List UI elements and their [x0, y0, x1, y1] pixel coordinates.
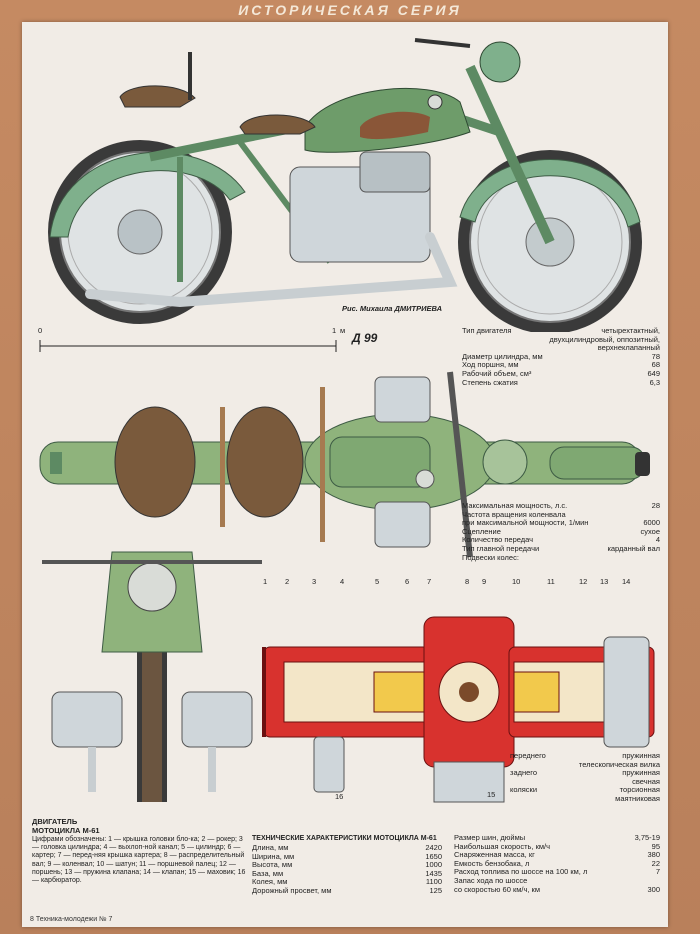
spec-row: телескопическая вилка [578, 759, 660, 769]
crankcase-section [423, 616, 515, 803]
callout-9: 9 [482, 577, 487, 586]
right-cylinder-section [508, 636, 655, 748]
engine-caption-body: Цифрами обозначены: 1 — крышка головки б… [32, 836, 246, 885]
magazine-page: Рис. Михаила ДМИТРИЕВА 0 1 м Д 99 Тип дв… [22, 22, 668, 927]
callout-6: 6 [405, 577, 410, 586]
headlamp-front [127, 562, 177, 612]
right-cylinder-front [181, 691, 253, 748]
carburetor [313, 736, 345, 793]
series-header: ИСТОРИЧЕСКАЯ СЕРИЯ [238, 2, 462, 18]
callout-13: 13 [600, 577, 609, 586]
rear-fender [49, 151, 246, 238]
callout-16: 16 [335, 792, 344, 801]
scale-start: 0 [38, 326, 43, 335]
callout-4: 4 [340, 577, 345, 586]
front-fender [459, 159, 641, 228]
callout-3: 3 [312, 577, 317, 586]
left-cylinder-section [262, 646, 430, 738]
tech-specs-title: ТЕХНИЧЕСКИЕ ХАРАКТЕРИСТИКИ МОТОЦИКЛА М-6… [252, 835, 437, 842]
page-footer: 8 Техника-молодежи № 7 [30, 916, 113, 923]
motorcycle-side-view [48, 38, 642, 332]
scale-unit: м [340, 326, 346, 335]
callout-1: 1 [263, 577, 268, 586]
spec-performance: Максимальная мощность, л.с.28 Частота вр… [462, 501, 660, 562]
rider-seat-top [226, 406, 304, 518]
callout-15: 15 [487, 790, 496, 799]
spec-row: верхнеклапанный [597, 343, 660, 353]
callout-11: 11 [547, 577, 555, 586]
callout-8: 8 [465, 577, 470, 586]
left-cylinder-front [51, 691, 123, 748]
engine-caption-title-2: МОТОЦИКЛА М-61 [32, 826, 100, 835]
engine-cutaway [254, 616, 666, 803]
engine-caption-title-1: ДВИГАТЕЛЬ [32, 817, 78, 826]
passenger-seat [119, 85, 196, 108]
callout-7: 7 [427, 577, 432, 586]
spec-row: Подвески колес: [462, 552, 519, 562]
left-cylinder-top [374, 376, 431, 423]
scale-bar [39, 340, 337, 352]
callout-12: 12 [579, 577, 588, 586]
motorcycle-top-view [39, 371, 650, 558]
callout-2: 2 [285, 577, 290, 586]
spec-row: Максимальная мощность, л.с.28 [462, 501, 660, 510]
right-cylinder-top [374, 501, 431, 548]
headlamp [479, 41, 521, 83]
spec-row: Частота вращения коленвала [462, 509, 566, 519]
rider-seat [239, 114, 316, 135]
spec-row: маятниковая [615, 793, 660, 803]
illustration-credit: Рис. Михаила ДМИТРИЕВА [342, 304, 443, 313]
exhaust-pipe [85, 232, 458, 308]
front-fork [465, 64, 555, 245]
spec-row: Запас хода по шоссе [454, 875, 528, 885]
passenger-seat-top [114, 406, 196, 518]
scale-end: 1 [332, 326, 337, 335]
spec-row: двухцилиндровый, оппозитный, [549, 334, 660, 344]
callout-10: 10 [512, 577, 521, 586]
callout-14: 14 [622, 577, 631, 586]
callout-5: 5 [375, 577, 380, 586]
motorcycle-front-view [42, 551, 262, 802]
artist-signature: Д 99 [352, 331, 378, 345]
handlebar [447, 371, 473, 558]
spec-row: свечная [632, 776, 660, 786]
